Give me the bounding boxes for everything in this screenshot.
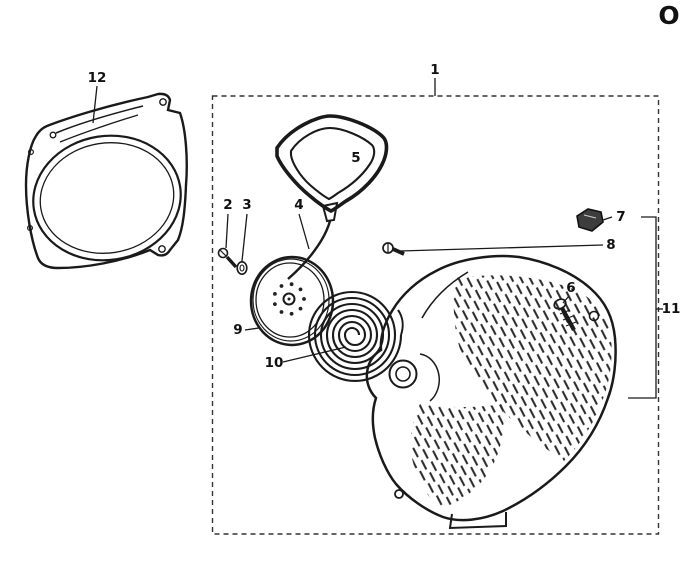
pulley-hub-center: [287, 297, 291, 301]
leader-lines: [92, 78, 663, 399]
pulley-rim-mid: [252, 258, 330, 342]
part-label-1: 1: [430, 62, 439, 78]
housing-recess-arc: [419, 353, 441, 402]
screw-8-head: [382, 242, 394, 254]
leader-line-8: [399, 244, 604, 252]
pulley-rim-outer: [249, 255, 335, 347]
leader-line-6: [562, 295, 570, 304]
page-letter: O: [658, 1, 679, 30]
part-label-2: 2: [223, 197, 232, 213]
part-2-screw: [217, 247, 238, 269]
screw-6-thread-3: [565, 321, 577, 327]
screw-6-thread-1: [559, 309, 571, 315]
part-label-12: 12: [88, 70, 107, 86]
leader-line-7: [602, 216, 613, 221]
part-3-washer: [236, 260, 248, 275]
cap-highlight: [583, 214, 597, 219]
part-12-opening-inner: [39, 142, 175, 254]
housing-vent-grille-upper: [453, 275, 612, 461]
pulley-face: [255, 262, 325, 338]
leader-line-12: [92, 85, 98, 124]
pulley-hole-ring: [273, 282, 306, 316]
part-label-5: 5: [351, 150, 360, 166]
leader-line-4: [298, 213, 310, 250]
part-label-7: 7: [616, 209, 625, 225]
handle-outer: [275, 114, 389, 214]
housing-screw-boss: [588, 310, 600, 322]
part-12-ear-hole-top: [159, 98, 167, 106]
leader-line-10: [282, 346, 347, 363]
screw-2-head: [217, 247, 229, 259]
part-8-screw: [382, 242, 405, 256]
housing-vent-grille-lower: [410, 404, 504, 508]
part-12-outline: [24, 92, 188, 270]
part-6-screw: [553, 298, 577, 332]
part-10-recoil-spring: [307, 291, 404, 383]
housing-bottom-tab: [448, 512, 507, 530]
leader-line-2: [225, 213, 229, 249]
part-label-8: 8: [606, 237, 615, 253]
part-label-9: 9: [233, 322, 242, 338]
part-12-hole-top-left: [49, 131, 57, 139]
starter-housing-cover: [365, 254, 617, 530]
spring-outer-hook: [397, 309, 404, 336]
part-12-top-duct-line-2: [59, 114, 139, 143]
washer-inner: [239, 264, 245, 272]
part-12-housing-plate: [24, 92, 188, 270]
part-12-opening-outer: [32, 134, 182, 262]
part-12-hole-left-lower: [27, 225, 34, 232]
part-12-ear-hole-bottom: [158, 245, 166, 253]
rope-outlet-boss-inner: [395, 366, 411, 382]
part-5-starter-handle: [275, 114, 389, 280]
bracket-line-11: [628, 216, 657, 399]
assembly-dashed-boundary: [211, 95, 660, 535]
screw-8-shaft: [392, 247, 405, 256]
housing-mount-hole: [394, 489, 404, 499]
cap-body: [576, 208, 604, 232]
part-4-starter-rope: [287, 220, 332, 280]
part-12-hole-left-upper: [28, 149, 35, 156]
part-label-3: 3: [242, 197, 251, 213]
pulley-hub: [282, 292, 296, 306]
leader-line-3: [241, 213, 248, 262]
screw-6-shaft: [560, 306, 576, 332]
housing-flange-line: [421, 271, 469, 319]
handle-rope-grommet: [321, 201, 339, 223]
screw-2-slot: [219, 249, 227, 257]
spring-spiral: [307, 291, 403, 383]
housing-outline: [365, 254, 617, 522]
rope-outlet-boss-outer: [388, 359, 418, 389]
leader-line-9: [244, 327, 260, 331]
part-9-starter-pulley: [249, 255, 335, 347]
handle-inner-opening: [289, 126, 376, 201]
part-12-top-duct-line-1: [55, 105, 144, 134]
part-label-4: 4: [294, 197, 303, 213]
screw-2-shaft: [225, 255, 238, 269]
part-label-10: 10: [265, 355, 284, 371]
washer-outer: [236, 260, 248, 275]
part-label-6: 6: [566, 280, 575, 296]
screw-6-thread-2: [562, 315, 574, 321]
part-7-cap: [576, 208, 604, 232]
part-label-11: 11: [662, 301, 681, 317]
